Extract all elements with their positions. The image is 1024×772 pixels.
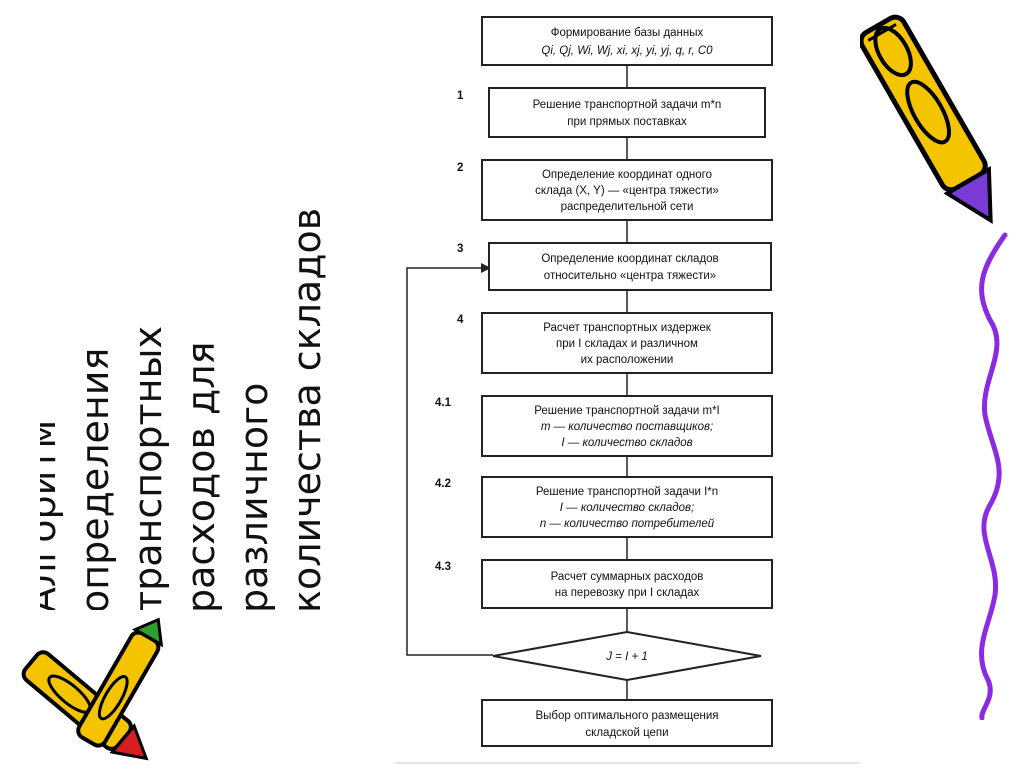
step-4-3-line-2: на перевозку при I складах xyxy=(555,587,700,599)
pencil-tip-shape xyxy=(943,165,993,225)
pencil-body-shape xyxy=(858,14,988,193)
pencil-icon xyxy=(0,615,205,765)
pencil-tip-shape xyxy=(131,617,164,648)
pencil-highlight-shape xyxy=(873,25,913,78)
step-box-1 xyxy=(488,87,766,138)
flowchart-svg: Формирование базы данных Qi, Qj, Wi, Wj,… xyxy=(390,16,860,764)
step-3-line-2: относительно «центра тяжести» xyxy=(544,270,716,282)
loop-back-line xyxy=(406,267,493,656)
pencil-icon xyxy=(858,0,1010,245)
step-box-4-2 xyxy=(481,476,773,538)
title-line-1: Алгоритм xyxy=(40,420,64,610)
step-2-line-3: распределительной сети xyxy=(561,201,694,213)
step-4-3-line-1: Расчет суммарных расходов xyxy=(551,571,704,583)
slide-title-svg: Алгоритм определения транспортных расход… xyxy=(20,208,329,613)
decision-label: J = I + 1 xyxy=(605,651,648,663)
step-number: 3 xyxy=(457,243,463,255)
squiggle-path xyxy=(979,232,1008,721)
end-box xyxy=(481,699,773,747)
step-1-line-1: Решение транспортной задачи m*n xyxy=(533,99,722,111)
title-line-6: количества складов xyxy=(285,208,329,610)
step-4-1-line-2: m — количество поставщиков; xyxy=(541,421,713,433)
start-box xyxy=(481,16,773,66)
pencil-band-shape xyxy=(867,23,897,42)
step-box-4 xyxy=(481,312,773,374)
step-box-4-3 xyxy=(481,559,773,609)
title-line-4: расходов для xyxy=(179,342,223,610)
step-3-line-1: Определение координат складов xyxy=(541,253,718,265)
end-line-1: Выбор оптимального размещения xyxy=(535,710,718,722)
loop-arrow-head xyxy=(481,263,491,273)
step-number: 4.3 xyxy=(435,561,451,573)
step-4-line-3: их расположении xyxy=(581,354,674,366)
step-4-2-line-3: n — количество потребителей xyxy=(540,518,715,530)
step-number: 2 xyxy=(457,162,463,174)
pencil-tip-shape xyxy=(109,723,149,761)
step-4-2-line-2: I — количество складов; xyxy=(560,502,694,514)
pencil-highlight-shape xyxy=(97,674,129,721)
flowchart: Формирование базы данных Qi, Qj, Wi, Wj,… xyxy=(390,0,885,768)
step-number: 1 xyxy=(457,90,464,102)
step-4-line-1: Расчет транспортных издержек xyxy=(543,322,712,334)
step-number: 4 xyxy=(457,314,464,326)
title-line-3: транспортных xyxy=(126,326,170,610)
step-box-4-1 xyxy=(481,395,773,457)
slide-title: Алгоритм определения транспортных расход… xyxy=(20,160,380,613)
step-box-2 xyxy=(481,159,773,221)
step-box-3 xyxy=(488,242,772,291)
title-line-2: определения xyxy=(73,348,117,610)
step-2-line-1: Определение координат одного xyxy=(542,169,712,181)
step-4-1-line-3: I — количество складов xyxy=(561,437,692,449)
squiggle-line xyxy=(960,230,1020,721)
step-4-2-line-1: Решение транспортной задачи I*n xyxy=(536,486,718,498)
step-number: 4.1 xyxy=(435,397,452,409)
title-line-5: различного xyxy=(232,383,276,610)
step-1-line-2: при прямых поставках xyxy=(567,116,687,128)
step-2-line-2: склада (X, Y) — «центра тяжести» xyxy=(535,185,719,197)
end-line-2: складской цепи xyxy=(585,727,668,739)
step-4-line-2: при I складах и различном xyxy=(556,338,698,350)
start-line-1: Формирование базы данных xyxy=(551,27,704,39)
pencil-highlight-shape xyxy=(905,79,952,145)
start-line-2: Qi, Qj, Wi, Wj, xi, xj, yi, yj, q, r, C0 xyxy=(541,45,713,57)
step-number: 4.2 xyxy=(435,478,451,490)
step-4-1-line-1: Решение транспортной задачи m*I xyxy=(534,405,720,417)
decision-diamond xyxy=(492,630,762,682)
